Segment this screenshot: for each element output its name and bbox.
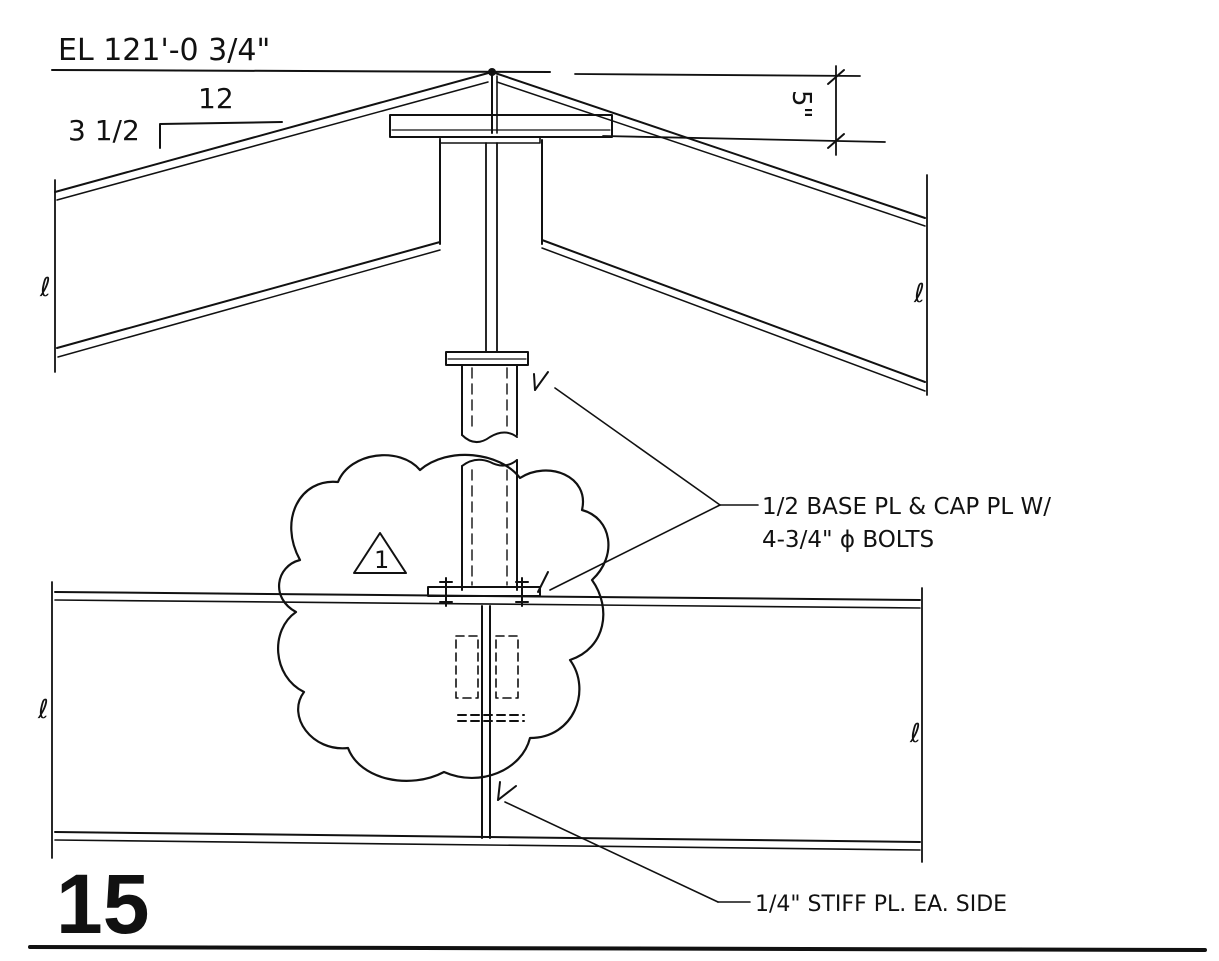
dimension-depth-label: 5" — [786, 90, 816, 119]
weld-symbol-stiffener-b — [497, 781, 501, 801]
right-rafter-bottom-edge-inner — [541, 247, 926, 392]
elevation-label: EL 121'-0 3/4" — [58, 33, 270, 68]
weld-symbol-upper-b — [533, 373, 536, 391]
plates-leader-lower — [549, 504, 721, 591]
dimension-line-bottom — [602, 135, 886, 143]
lower-beam-break-symbol-right: ℓ — [909, 719, 921, 749]
plates-leader-upper — [554, 387, 721, 506]
stiffener-leader — [504, 801, 719, 903]
plates-callout-line-1: 1/2 BASE PL & CAP PL W/ — [762, 494, 1051, 520]
lower-beam-bottom-flange — [54, 831, 921, 843]
right-rafter-break-symbol: ℓ — [913, 279, 925, 309]
slope-rise-label: 3 1/2 — [68, 114, 140, 147]
dimension-tick-top — [827, 69, 845, 85]
elevation-underline — [51, 69, 551, 73]
post-pipe-lower-break — [461, 458, 518, 467]
dimension-line-top — [574, 73, 861, 77]
ridge-cap-plate — [389, 114, 613, 138]
weld-symbol-upper-a — [534, 371, 549, 391]
stiffener-hidden-members — [455, 635, 525, 722]
slope-run-label: 12 — [198, 82, 234, 115]
right-rafter-top-edge-inner — [496, 81, 926, 227]
post-pipe-upper-break — [461, 431, 518, 443]
left-rafter-bottom-edge-inner — [57, 249, 441, 358]
left-rafter-top-edge — [54, 71, 493, 193]
lower-beam-top-flange-inner — [54, 599, 921, 609]
weld-symbol-lower-a — [537, 571, 549, 593]
left-rafter-bottom-edge — [56, 241, 441, 349]
revision-cloud — [276, 453, 610, 782]
dimension-tick-bottom — [827, 133, 845, 149]
left-rafter-top-edge-inner — [56, 81, 489, 201]
revision-number: 1 — [374, 546, 389, 574]
lower-beam-break-symbol-left: ℓ — [37, 695, 49, 725]
post-cap-plate — [445, 351, 529, 366]
weld-symbol-stiffener-a — [497, 785, 517, 801]
plates-callout-line-2: 4-3/4" ϕ BOLTS — [762, 527, 934, 553]
revision-triangle — [353, 532, 407, 574]
post-base-plate — [427, 586, 541, 597]
lower-beam-bottom-flange-inner — [54, 839, 921, 851]
detail-number: 15 — [56, 857, 149, 951]
anchor-bolt-right — [515, 577, 529, 607]
right-rafter-bottom-edge — [541, 239, 926, 383]
anchor-bolt-left — [439, 577, 453, 607]
detail-title-bar — [28, 945, 1207, 952]
left-rafter-break-symbol: ℓ — [39, 273, 51, 303]
right-rafter-top-edge — [491, 71, 926, 219]
slope-triangle-symbol — [159, 121, 283, 149]
stiffener-callout: 1/4" STIFF PL. EA. SIDE — [755, 892, 1007, 917]
